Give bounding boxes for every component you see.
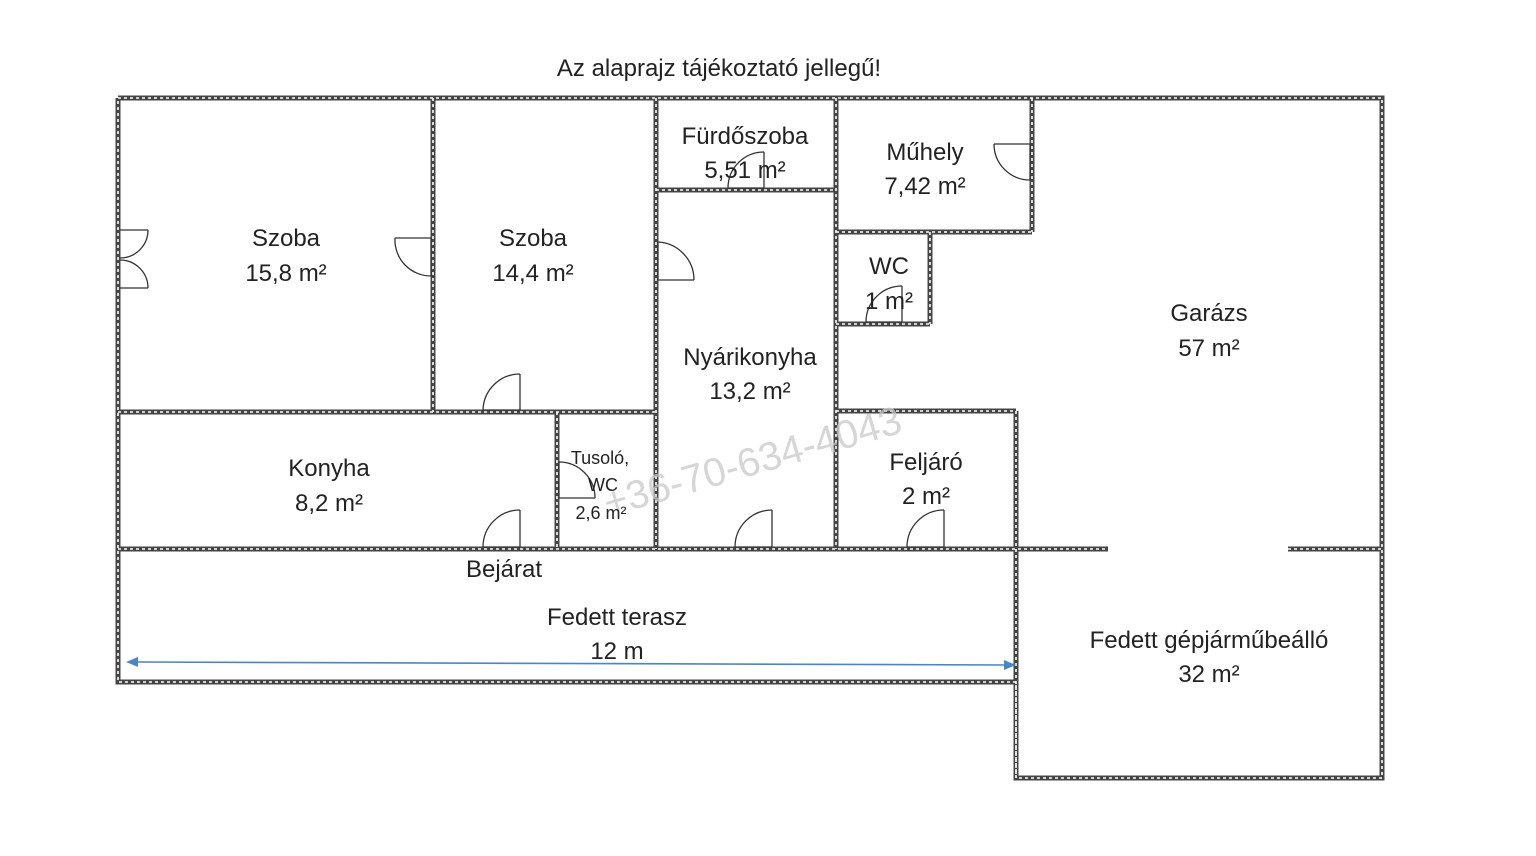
door-icon xyxy=(482,373,521,411)
room-area-konyha: 8,2 m² xyxy=(295,490,363,517)
plan-title: Az alaprajz tájékoztató jellegű! xyxy=(557,55,881,82)
door-icon xyxy=(906,509,945,548)
door-icon xyxy=(394,237,432,277)
room-area-muhely: 7,42 m² xyxy=(884,173,965,200)
room-name-szoba-2: Szoba xyxy=(499,225,568,252)
room-area-wc: 1 m² xyxy=(865,288,913,315)
room-name-tusolo-line2: WC xyxy=(588,475,618,495)
room-name-wc: WC xyxy=(869,253,909,280)
terrace-dimension-arrow xyxy=(126,657,1016,670)
walls xyxy=(115,95,1385,781)
terrace-dimension-label: 12 m xyxy=(590,638,643,665)
room-area-garazs: 57 m² xyxy=(1178,335,1239,362)
entrance-label: Bejárat xyxy=(466,556,542,583)
room-area-tusolo: 2,6 m² xyxy=(575,503,626,523)
door-icon xyxy=(727,151,765,189)
door-icon xyxy=(657,241,695,281)
door-icon xyxy=(865,285,903,323)
door-icon xyxy=(734,509,773,548)
room-name-tusolo-line1: Tusoló, xyxy=(571,448,629,468)
door-icon xyxy=(482,509,521,548)
room-name-garazs: Garázs xyxy=(1170,300,1247,327)
phone-watermark: +36-70-634-4043 xyxy=(598,398,906,525)
room-area-beallo: 32 m² xyxy=(1178,661,1239,688)
room-area-feljaro: 2 m² xyxy=(902,483,950,510)
door-icon xyxy=(558,461,596,499)
room-area-szoba-1: 15,8 m² xyxy=(245,260,326,287)
room-name-nyarikonyha: Nyárikonyha xyxy=(683,344,817,371)
room-name-muhely: Műhely xyxy=(886,139,963,166)
room-name-beallo: Fedett gépjárműbeálló xyxy=(1090,627,1329,654)
door-icon xyxy=(119,229,149,289)
room-area-szoba-2: 14,4 m² xyxy=(492,260,573,287)
room-name-feljaro: Feljáró xyxy=(889,449,962,476)
room-area-nyarikonyha: 13,2 m² xyxy=(709,378,790,405)
room-name-szoba-1: Szoba xyxy=(252,225,321,252)
room-name-konyha: Konyha xyxy=(288,455,370,482)
door-icon xyxy=(993,143,1031,181)
room-name-terasz: Fedett terasz xyxy=(547,604,687,631)
doors xyxy=(119,143,1031,548)
room-area-furdoszoba: 5,51 m² xyxy=(704,157,785,184)
room-name-furdoszoba: Fürdőszoba xyxy=(682,123,809,150)
